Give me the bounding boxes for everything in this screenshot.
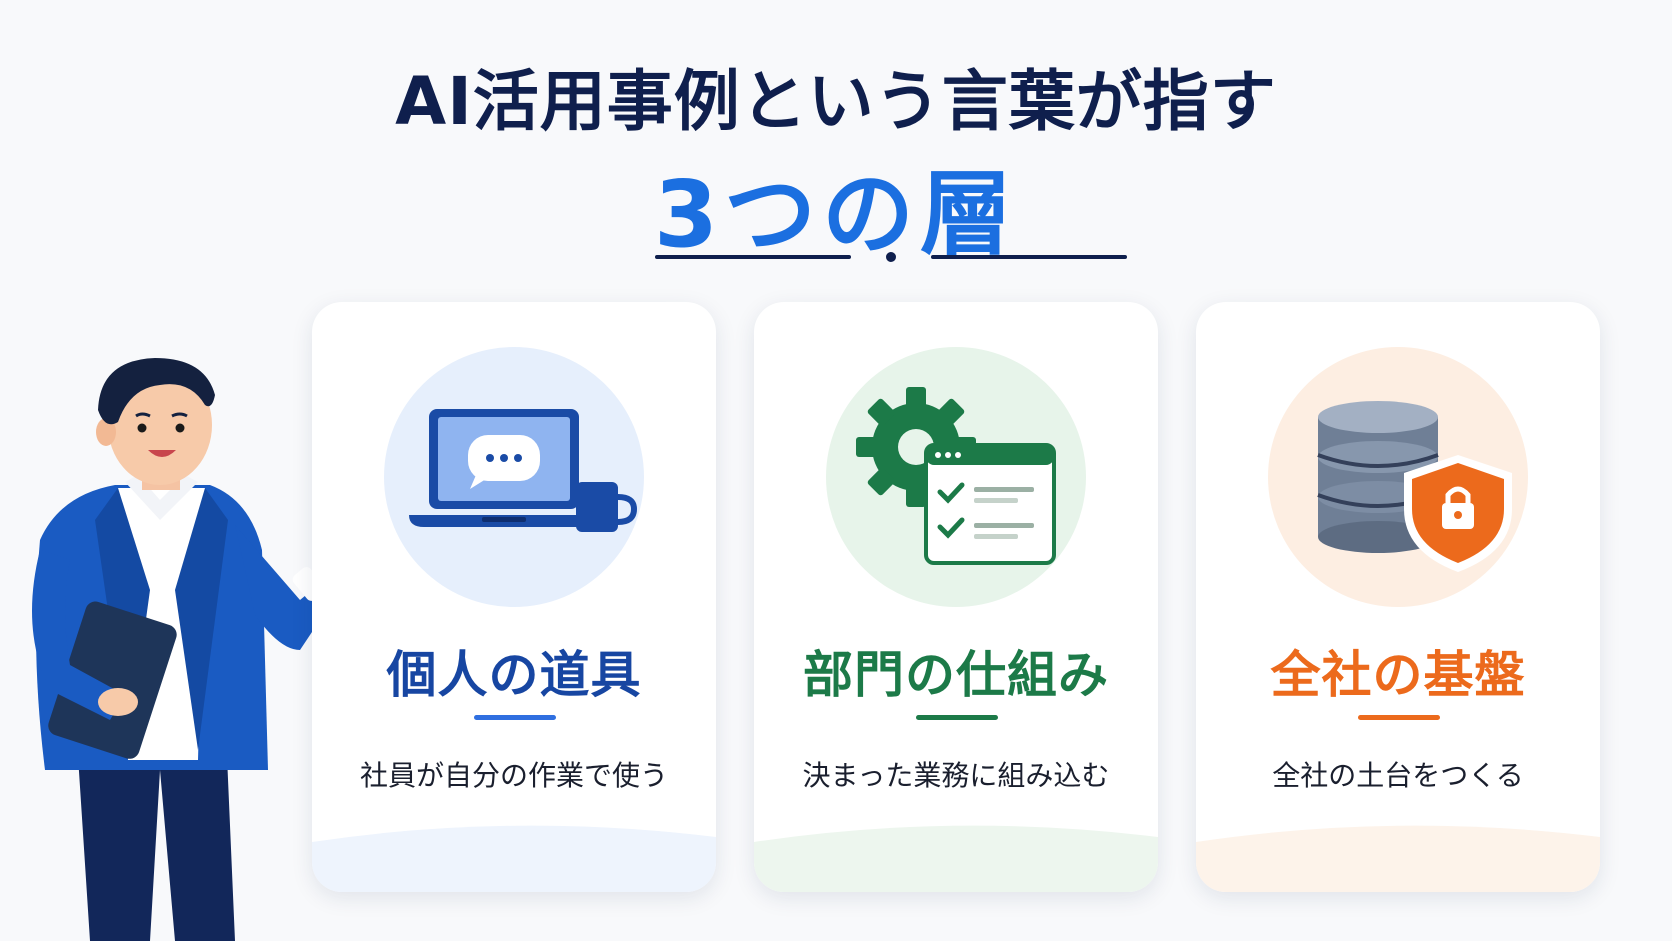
- accent-bar: [916, 715, 998, 720]
- card-company-foundation: 全社の基盤 全社の土台をつくる: [1196, 302, 1600, 892]
- title-divider: [655, 252, 1127, 262]
- laptop-chat-icon: [409, 409, 638, 532]
- title-line-2: 3つの層: [653, 161, 1018, 268]
- card-description: 社員が自分の作業で使う: [359, 759, 668, 792]
- card-wave: [754, 825, 1158, 892]
- card-title: 個人の道具: [386, 646, 642, 704]
- card-description: 決まった業務に組み込む: [802, 759, 1110, 792]
- card-wave: [312, 825, 716, 892]
- database-shield-icon: [1317, 401, 1512, 572]
- card-title: 部門の仕組み: [803, 646, 1109, 704]
- icon-circle: [826, 347, 1086, 607]
- card-wave: [1196, 825, 1600, 892]
- card-personal-tool: 個人の道具 社員が自分の作業で使う: [312, 302, 716, 892]
- card-title: 全社の基盤: [1270, 646, 1526, 704]
- accent-bar: [1358, 715, 1440, 720]
- accent-bar: [474, 715, 556, 720]
- icon-circle: [1268, 347, 1528, 607]
- card-description: 全社の土台をつくる: [1272, 759, 1524, 792]
- title-line-1: AI活用事例という言葉が指す: [395, 63, 1277, 140]
- card-department-system: 部門の仕組み 決まった業務に組み込む: [754, 302, 1158, 892]
- gear-checklist-icon: [856, 387, 1056, 565]
- presenter-illustration: [32, 358, 374, 941]
- icon-circle: [384, 347, 644, 607]
